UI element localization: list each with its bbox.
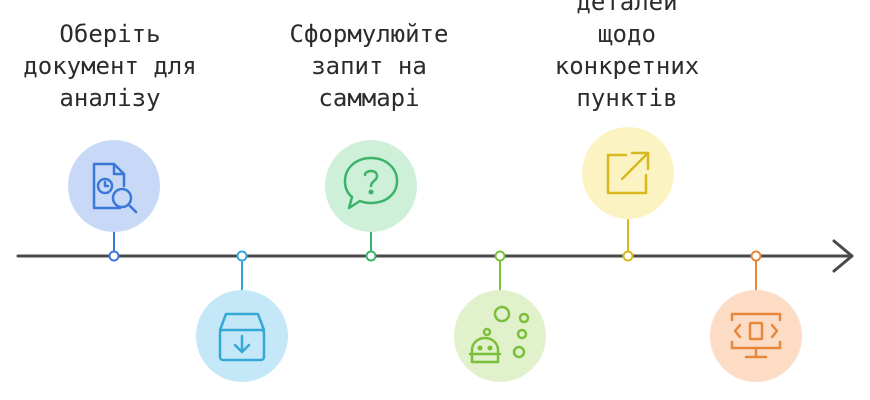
question-chat-icon — [343, 156, 399, 210]
step-1-node — [68, 140, 160, 232]
timeline-dot — [494, 250, 506, 262]
step-3-label: Сформулюйте запит на саммарі — [289, 20, 449, 112]
timeline-dot — [108, 250, 120, 262]
step-2-node — [196, 290, 288, 382]
inbox-download-icon — [218, 312, 266, 362]
robot-bubbles-icon — [468, 305, 530, 364]
step-6-node — [710, 290, 802, 382]
step-4-node — [454, 290, 546, 382]
step-5-label: деталей щодо конкретних пунктів — [554, 0, 700, 112]
step-5-node — [582, 127, 674, 219]
document-search-icon — [92, 162, 138, 214]
arrow-head-icon — [832, 239, 854, 273]
timeline-dot — [365, 250, 377, 262]
step-1-label: Оберіть документ для аналізу — [23, 20, 197, 112]
timeline-dot — [622, 250, 634, 262]
monitor-code-icon — [730, 312, 782, 359]
external-link-icon — [606, 151, 650, 195]
timeline-dot — [750, 250, 762, 262]
timeline-dot — [236, 250, 248, 262]
step-3-node — [325, 140, 417, 232]
